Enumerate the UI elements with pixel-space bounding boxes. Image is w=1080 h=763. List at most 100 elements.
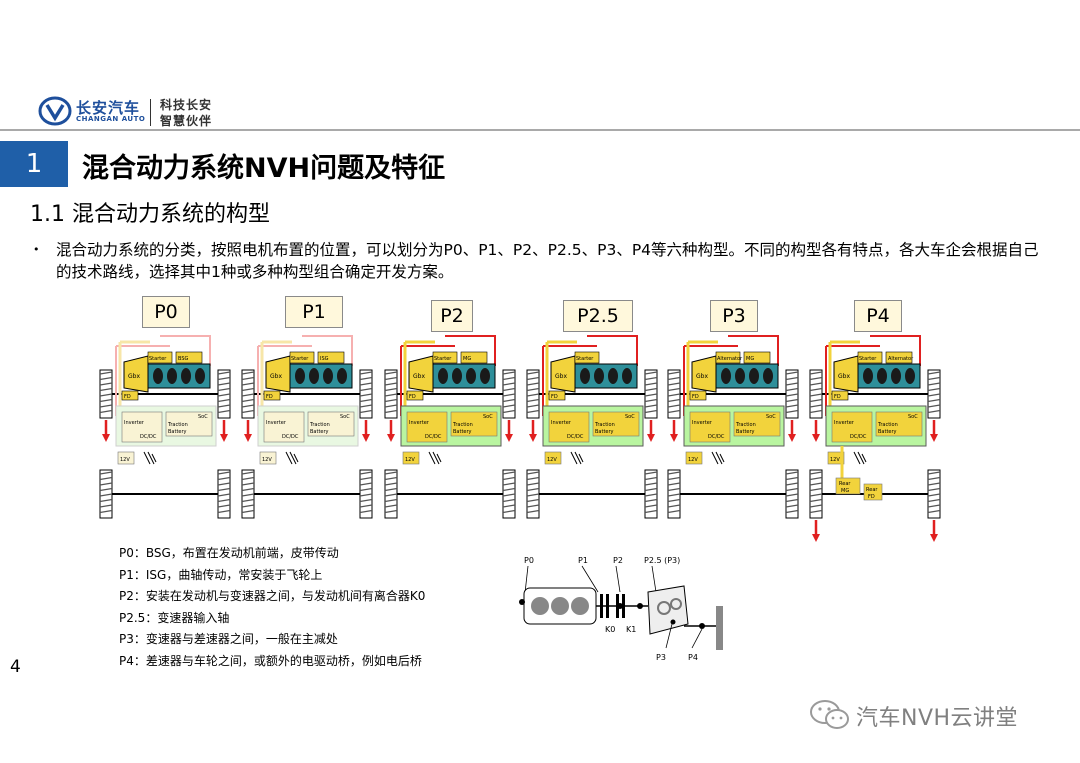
tire (384, 369, 398, 419)
soc-label: SoC (908, 414, 918, 420)
legend-item-p4: P4：差速器与车轮之间，或额外的电驱动桥，例如电后桥 (119, 653, 422, 668)
battery-12v-label: 12V (262, 457, 272, 463)
traction-battery-label-2: Battery (595, 429, 614, 435)
drive-arrow (362, 434, 370, 442)
drive-arrow (812, 434, 820, 442)
tire (526, 369, 540, 419)
battery-12v (259, 451, 277, 465)
traction-battery-label: Traction (877, 422, 898, 428)
schematic-label-k1: K1 (626, 625, 636, 634)
drive-arrow (788, 434, 796, 442)
rear-fd-label: Rear (866, 487, 878, 493)
starter-label: Starter (434, 356, 452, 362)
power-wire (683, 335, 779, 416)
drive-arrow (387, 434, 395, 442)
schematic-label-p2: P2 (613, 556, 623, 565)
config-label: P3 (710, 300, 758, 332)
header-rule (0, 129, 1080, 131)
dcdc-label: DC/DC (282, 434, 299, 440)
starter-label: Starter (859, 356, 877, 362)
battery-12v (685, 451, 703, 465)
starter-label: Alternator (717, 356, 743, 362)
ground-icon (428, 451, 442, 465)
slogan-line-2: 智慧伙伴 (160, 114, 213, 128)
final-drive-label: FD (409, 394, 416, 400)
legend-item-p0: P0：BSG，布置在发动机前端，皮带传动 (119, 546, 339, 560)
legend-item-p3: P3：变速器与差速器之间，一般在主减处 (119, 632, 338, 647)
ground-icon (853, 451, 867, 465)
drive-arrow (244, 434, 252, 442)
tire (241, 369, 255, 419)
wechat-icon (810, 700, 849, 729)
inverter-box (121, 411, 163, 443)
engine (147, 363, 211, 389)
drive-arrow (102, 434, 110, 442)
signal-wire (118, 340, 150, 406)
tire (99, 369, 113, 419)
tire (644, 469, 658, 519)
schematic-label-p1: P1 (578, 556, 588, 565)
soc-label: SoC (766, 414, 776, 420)
motor-label: ISG (320, 356, 329, 362)
schematic-label-p25: P2.5 (P3) (644, 556, 680, 565)
gearbox-label: Gbx (555, 373, 567, 380)
dcdc-label: DC/DC (567, 434, 584, 440)
battery-12v (544, 451, 562, 465)
rear-fd-label-2: FD (868, 494, 875, 500)
inverter-label: Inverter (834, 420, 855, 426)
battery-12v (827, 451, 845, 465)
soc-label: SoC (340, 414, 350, 420)
signal-wire (686, 340, 718, 406)
gearbox (550, 355, 576, 393)
tire (502, 369, 516, 419)
engine (857, 363, 921, 389)
ground-icon (711, 451, 725, 465)
starter-box (147, 351, 173, 364)
traction-battery-box (307, 411, 355, 437)
power-wire (257, 335, 353, 416)
battery-12v-label: 12V (120, 457, 130, 463)
rear-drive-arrow (930, 534, 938, 542)
engine (432, 363, 496, 389)
gearbox-label: Gbx (128, 373, 140, 380)
gearbox-label: Gbx (413, 373, 425, 380)
signal-wire (260, 340, 292, 406)
dcdc-label: DC/DC (850, 434, 867, 440)
tire (785, 369, 799, 419)
inverter-label: Inverter (551, 420, 572, 426)
drive-arrow (220, 434, 228, 442)
final-drive (406, 390, 424, 401)
traction-battery-label: Traction (167, 422, 188, 428)
starter-box (715, 351, 741, 364)
inverter-label: Inverter (409, 420, 430, 426)
motor-box (175, 351, 203, 364)
gearbox-label: Gbx (696, 373, 708, 380)
traction-battery-box (165, 411, 213, 437)
intro-paragraph: 混合动力系统的分类，按照电机布置的位置，可以划分为P0、P1、P2、P2.5、P… (56, 241, 1039, 281)
engine (289, 363, 353, 389)
gearbox-label: Gbx (270, 373, 282, 380)
rear-mg (835, 477, 861, 495)
tire (667, 369, 681, 419)
final-drive-label: FD (124, 394, 131, 400)
tire (217, 369, 231, 419)
section-number: 1 (0, 141, 68, 187)
gearbox (691, 355, 717, 393)
power-wire (115, 335, 211, 416)
rear-drive-arrow (812, 534, 820, 542)
config-drawing: GbxStarterFDInverterDC/DCSoCTractionBatt… (526, 335, 658, 519)
motor-box (460, 351, 488, 364)
motor-box (743, 351, 771, 364)
tire (99, 469, 113, 519)
gearbox (408, 355, 434, 393)
config-label: P4 (854, 300, 902, 332)
inverter-label: Inverter (266, 420, 287, 426)
tire (927, 369, 941, 419)
section-title: 混合动力系统NVH问题及特征 (82, 153, 446, 184)
traction-battery-box (875, 411, 923, 437)
motor-box (885, 351, 913, 364)
